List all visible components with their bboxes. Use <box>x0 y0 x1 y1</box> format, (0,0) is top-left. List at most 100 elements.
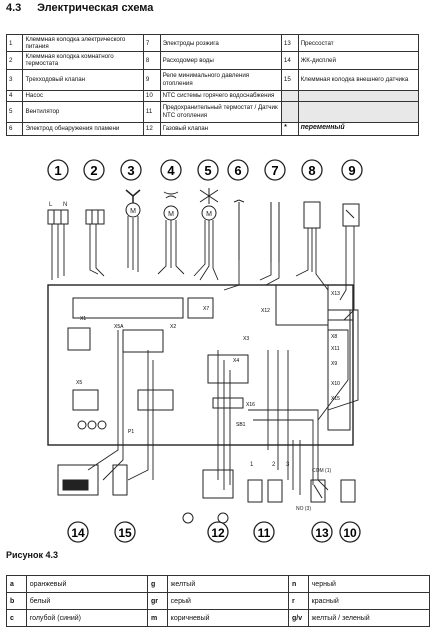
pcb-hole <box>87 420 97 430</box>
gas-valve-block <box>202 469 234 499</box>
connector-label: SB1 <box>236 422 246 428</box>
svg-text:M: M <box>168 211 174 218</box>
color-name: желтый <box>166 575 289 593</box>
connector-label: P1 <box>128 429 134 435</box>
min-pressure-switch <box>342 203 360 227</box>
legend-text: Клеммная колодка электрического питания <box>22 33 144 53</box>
svg-text:M: M <box>130 208 136 215</box>
color-code: g/v <box>287 609 309 627</box>
com-label: COM (1) <box>312 468 332 474</box>
color-code: m <box>146 609 168 627</box>
lcd-connector <box>62 479 89 491</box>
legend-num: * <box>280 121 299 136</box>
flowmeter-block <box>303 201 321 229</box>
badge-label: 3 <box>127 163 134 178</box>
color-code: gr <box>146 592 168 610</box>
pcb-hole <box>97 420 107 430</box>
component-badge-14: 14 <box>67 521 89 543</box>
legend-num: 11 <box>142 100 161 123</box>
legend-num: 7 <box>142 33 161 53</box>
color-code: c <box>6 609 27 627</box>
ignition-electrodes <box>270 202 280 262</box>
legend-empty <box>297 100 420 123</box>
connector-label: X11 <box>331 346 340 352</box>
color-name: черный <box>307 575 431 593</box>
outdoor-sensor-terminal <box>112 464 128 496</box>
top-components: L N M M M <box>47 188 360 262</box>
pressure-switch-contact <box>310 479 326 503</box>
color-code: r <box>287 592 309 610</box>
transformer <box>137 389 174 411</box>
connector-label: X5A <box>114 324 124 330</box>
component-badge-3: 3 <box>120 159 142 181</box>
legend-text: ЖК-дисплей <box>297 51 420 70</box>
power-terminal-block <box>47 209 69 225</box>
wire-bundle <box>51 216 359 495</box>
ic-x4 <box>207 354 249 384</box>
svg-text:M: M <box>206 211 212 218</box>
legend-num: 13 <box>280 33 299 53</box>
section-heading: Электрическая схема <box>37 2 154 14</box>
legend-num: 2 <box>5 51 24 70</box>
color-name: желтый / зеленый <box>307 609 431 627</box>
pcb-hole <box>77 420 87 430</box>
color-code: a <box>6 575 27 593</box>
bottom-badges: 14 15 12 11 13 10 <box>67 521 361 543</box>
color-name: коричневый <box>166 609 289 627</box>
connector-column <box>327 309 351 431</box>
terminal-label-l: L <box>49 202 53 208</box>
terminal-label: 2 <box>272 462 276 468</box>
legend-empty <box>280 100 299 123</box>
component-badge-4: 4 <box>160 159 182 181</box>
component-badge-12: 12 <box>207 521 229 543</box>
legend-text: NTC системы горячего водоснабжения <box>159 89 282 102</box>
safety-thermostat-1 <box>247 479 263 503</box>
legend-empty <box>297 89 420 102</box>
connector-label: X5 <box>76 380 82 386</box>
connector-label: X8 <box>331 334 337 340</box>
lower-components: 1 2 3 COM (1) NO (3) <box>57 462 356 524</box>
connector-label: X12 <box>261 308 270 314</box>
legend-empty <box>280 89 299 102</box>
color-name: серый <box>166 592 289 610</box>
badge-label: 10 <box>343 526 357 540</box>
legend-num: 6 <box>5 121 24 136</box>
no-label: NO (3) <box>296 506 311 512</box>
legend-text: Трехходовый клапан <box>22 68 144 91</box>
legend-text: Насос <box>22 89 144 102</box>
legend-text: Предохранительный термостат / Датчик NTC… <box>159 100 282 123</box>
badge-label: 13 <box>315 526 329 540</box>
lcd-display <box>57 464 99 496</box>
legend-num: 3 <box>5 68 24 91</box>
badge-label: 12 <box>211 526 225 540</box>
connector-label: X13 <box>331 291 340 297</box>
component-badge-13: 13 <box>311 521 333 543</box>
legend-text: Клеммная колодка комнатного термостата <box>22 51 144 70</box>
figure-caption: Рисунок 4.3 <box>6 550 58 560</box>
component-badge-8: 8 <box>301 159 323 181</box>
relay-pair <box>122 329 164 353</box>
color-code: b <box>6 592 27 610</box>
dhw-ntc-sensor <box>340 479 356 503</box>
legend-num: 9 <box>142 68 161 91</box>
component-badge-11: 11 <box>253 521 275 543</box>
legend-num: 5 <box>5 100 24 123</box>
badge-label: 6 <box>234 163 241 178</box>
component-badge-10: 10 <box>339 521 361 543</box>
relay-block <box>67 327 91 351</box>
badge-label: 11 <box>258 526 271 540</box>
connector-label: X7 <box>203 306 209 312</box>
legend-num: 15 <box>280 68 299 91</box>
component-badge-15: 15 <box>114 521 136 543</box>
legend-num: 10 <box>142 89 161 102</box>
legend-text: Реле минимального давления отопления <box>159 68 282 91</box>
connector-label: X10 <box>331 381 340 387</box>
legend-num: 14 <box>280 51 299 70</box>
component-badge-6: 6 <box>227 159 249 181</box>
